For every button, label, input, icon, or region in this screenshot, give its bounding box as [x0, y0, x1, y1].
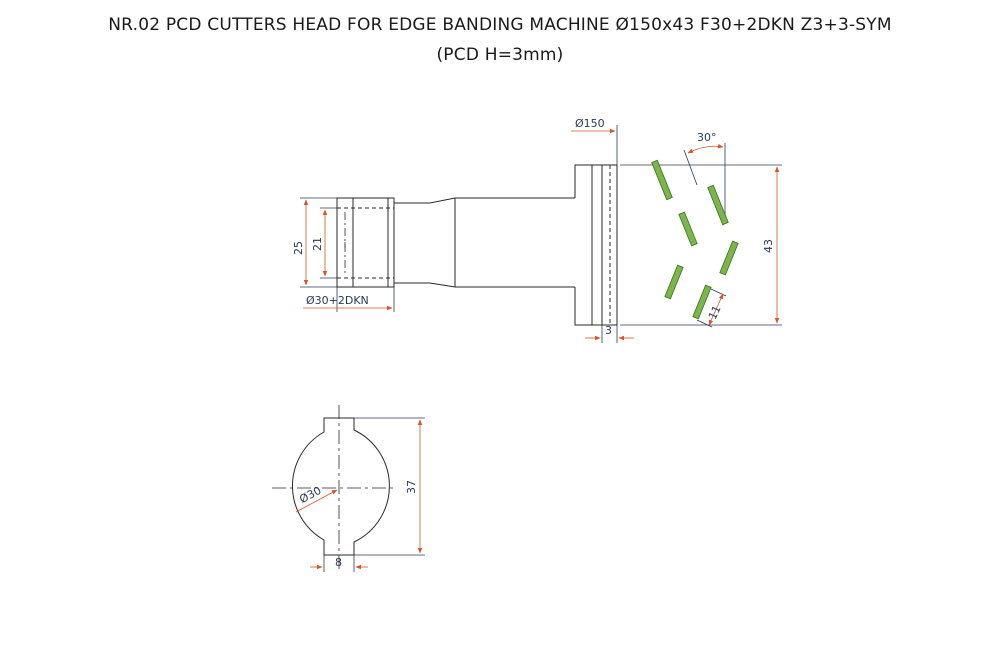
- label-height-43: 43: [762, 239, 775, 253]
- bore-section-outline: [291, 417, 390, 556]
- blade-4: [719, 240, 739, 276]
- blade-6: [692, 284, 712, 320]
- blade-5: [664, 264, 684, 300]
- blade-3: [678, 211, 698, 247]
- side-view-dimensions: [300, 125, 634, 343]
- side-view: [336, 164, 618, 326]
- label-angle-30: 30°: [697, 131, 717, 144]
- body-taper-top: [394, 197, 575, 204]
- label-keyway-width: 8: [335, 556, 342, 569]
- section-view: [272, 405, 395, 570]
- angle-arc: [687, 143, 724, 154]
- blade-layout: [620, 143, 782, 328]
- label-section-diameter: Ø30: [297, 484, 323, 506]
- label-diameter-150: Ø150: [575, 117, 605, 130]
- label-bore-25: 25: [292, 241, 305, 255]
- label-pcd-thickness: 3: [605, 324, 612, 337]
- title-line-1: NR.02 PCD CUTTERS HEAD FOR EDGE BANDING …: [108, 15, 892, 35]
- section-view-dimensions: [295, 417, 425, 572]
- bore-section: [336, 197, 395, 288]
- label-bore-diameter: Ø30+2DKN: [306, 294, 369, 307]
- body-taper-bottom: [394, 282, 575, 288]
- angle-ref-line-1: [683, 149, 698, 186]
- title-line-2: (PCD H=3mm): [436, 45, 564, 65]
- pcd-blades: [651, 159, 739, 320]
- label-section-height: 37: [405, 480, 418, 494]
- drawing-title: NR.02 PCD CUTTERS HEAD FOR EDGE BANDING …: [0, 10, 1000, 70]
- blade-2: [707, 184, 729, 226]
- flange-outline: [574, 164, 618, 326]
- label-bore-21: 21: [311, 237, 324, 251]
- label-blade-11: 11: [706, 303, 724, 321]
- dim-line-section-diameter: [295, 489, 338, 513]
- blade-1: [651, 159, 673, 201]
- dim-line-11: [708, 293, 724, 326]
